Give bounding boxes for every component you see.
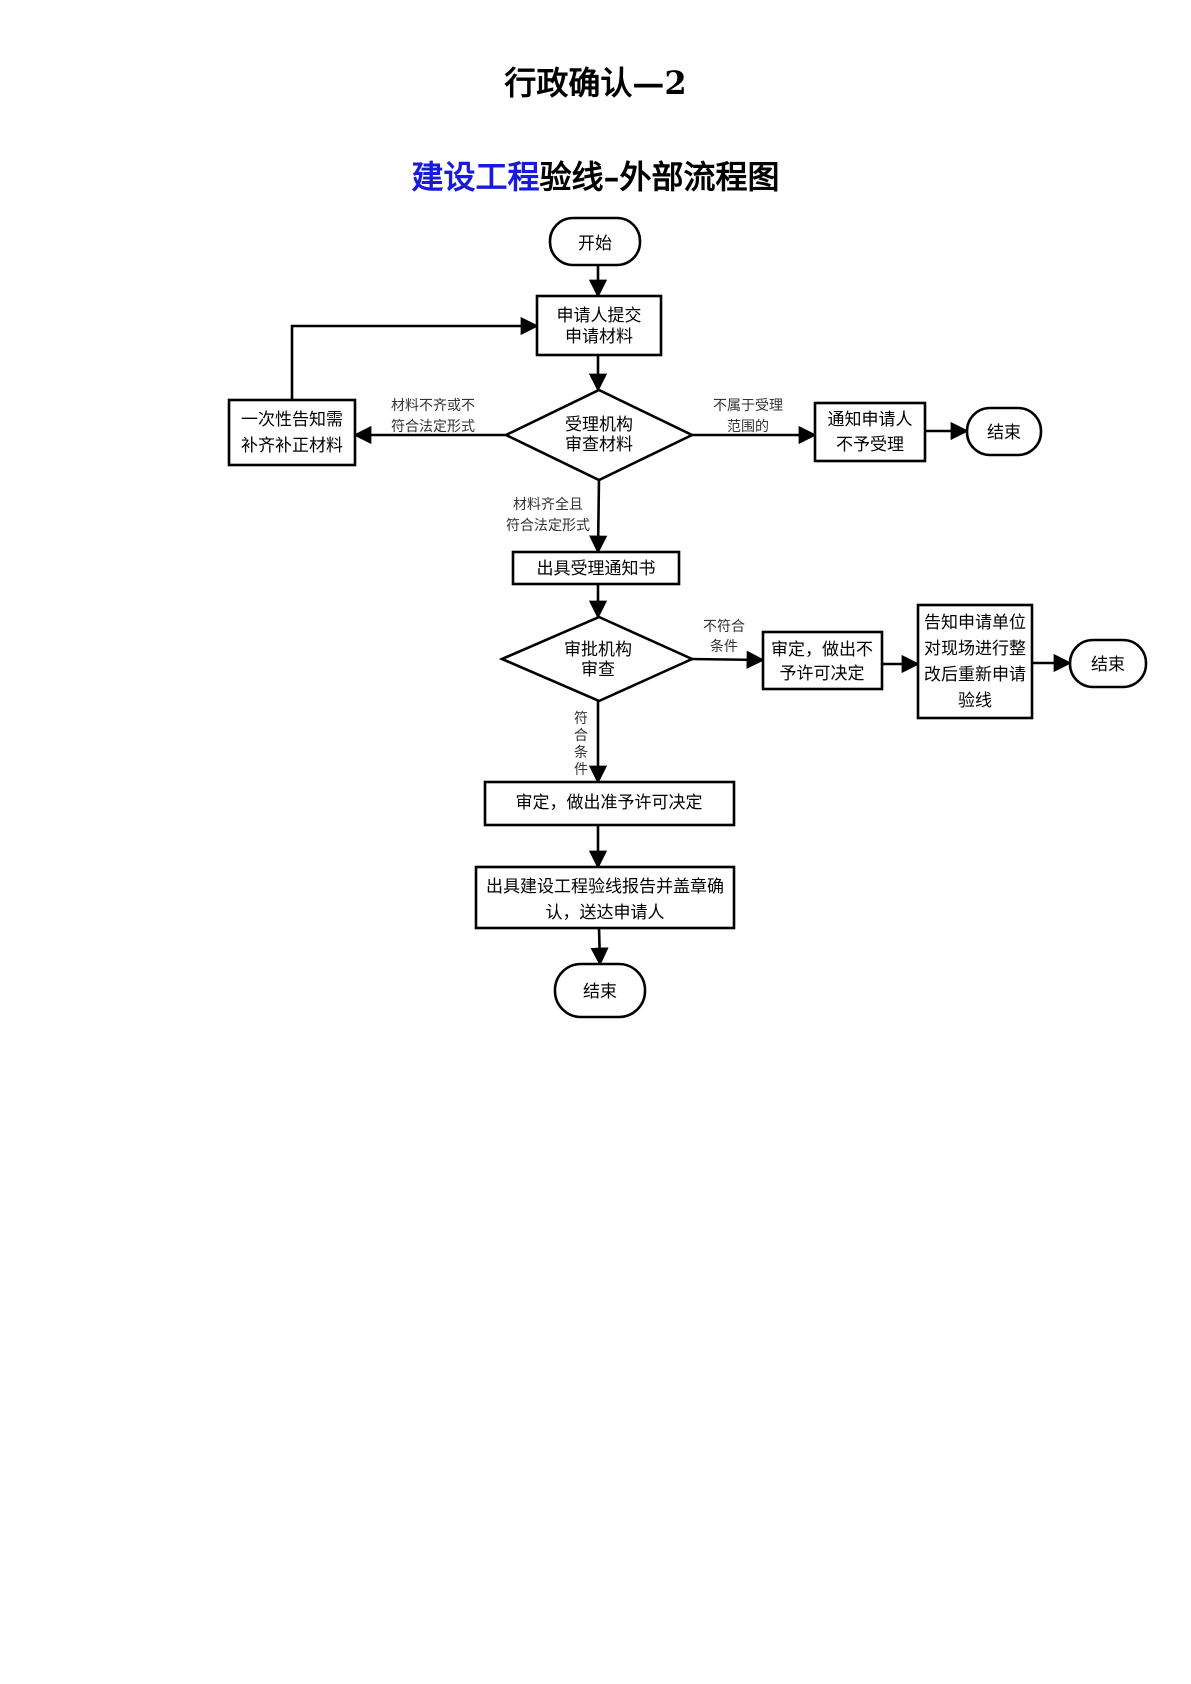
- node-notify-reject-label: 通知申请人不予受理: [828, 410, 913, 455]
- node-notify-supplement-label: 一次性告知需补齐补正材料: [241, 410, 343, 456]
- edge-report-end: [590, 927, 609, 966]
- node-issue-report: [474, 865, 736, 930]
- shapes: [227, 216, 1148, 1019]
- edge-approval-deny: [689, 650, 765, 669]
- node-notify-rectify-label: 告知申请单位对现场进行整改后重新申请验线: [924, 613, 1026, 711]
- node-issue-notice: [511, 550, 681, 586]
- label-incomplete: 材料不齐或不符合法定形式: [391, 398, 475, 435]
- node-end-final-label: 结束: [583, 982, 617, 1002]
- flowchart-title-accent: 建设工程: [411, 158, 540, 196]
- node-approval-review: [498, 615, 696, 703]
- node-end-rectify-label: 结束: [1091, 655, 1125, 675]
- node-grant-decision-label: 审定，做出准予许可决定: [516, 793, 703, 813]
- node-review-materials-label: 受理机构审查材料: [565, 415, 633, 455]
- node-start-label: 开始: [578, 234, 612, 254]
- edge-review-notice: [589, 477, 608, 554]
- node-grant-decision: [483, 780, 736, 827]
- node-end-final: [553, 962, 647, 1019]
- label-qualified: 符合条件: [574, 711, 588, 778]
- node-notify-supplement: [227, 398, 357, 467]
- node-end-reject: [965, 406, 1043, 457]
- node-deny-decision-label: 审定，做出不予许可决定: [771, 640, 873, 684]
- connectors: [290, 265, 1072, 966]
- label-complete: 材料齐全且符合法定形式: [506, 496, 590, 534]
- node-deny-decision: [761, 630, 884, 691]
- node-notify-reject: [813, 401, 927, 463]
- node-approval-review-label: 审批机构审查: [564, 640, 632, 680]
- node-labels: 开始 申请人提交申请材料 一次性告知需补齐补正材料 受理机构审查材料 通知申请人…: [241, 234, 1125, 1002]
- node-issue-report-label: 出具建设工程验线报告并盖章确认，送达申请人: [486, 877, 724, 923]
- node-notify-rectify: [916, 603, 1034, 720]
- document-title: 行政确认—2: [504, 64, 687, 102]
- label-not-qualified: 不符合条件: [703, 619, 745, 655]
- node-end-rectify: [1068, 638, 1148, 689]
- node-end-reject-label: 结束: [987, 423, 1021, 443]
- label-out-of-scope: 不属于受理范围的: [713, 398, 783, 435]
- node-review-materials: [503, 388, 695, 482]
- edge-labels: 材料不齐或不符合法定形式 不属于受理范围的 材料齐全且符合法定形式 不符合条件 …: [391, 398, 783, 778]
- node-start: [548, 216, 642, 267]
- node-issue-notice-label: 出具受理通知书: [537, 559, 656, 579]
- node-submit: [535, 294, 663, 357]
- flowchart-title-rest: 验线–外部流程图: [539, 158, 780, 196]
- edge-supplement-submit: [290, 316, 539, 400]
- node-submit-label: 申请人提交申请材料: [557, 306, 642, 347]
- flowchart-title: 建设工程验线–外部流程图: [0, 152, 1191, 198]
